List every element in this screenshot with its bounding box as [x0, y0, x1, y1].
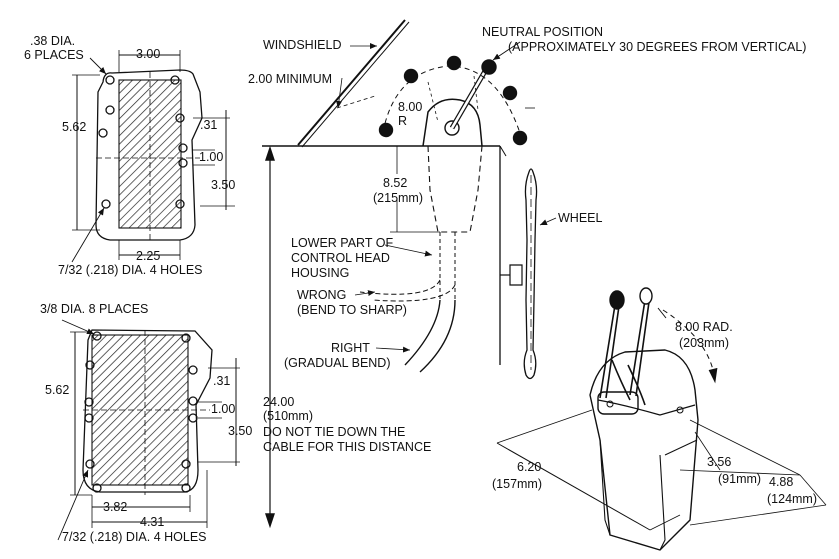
right-label-1: RIGHT	[331, 341, 370, 355]
dim-3-00: 3.00	[136, 47, 161, 61]
neutral-label-1: NEUTRAL POSITION	[482, 25, 604, 39]
isometric-control-head	[496, 287, 827, 551]
minimum-label: 2.00 MINIMUM	[248, 72, 333, 86]
dia-top-label-1: .38 DIA.	[30, 34, 76, 48]
dim-3-50-bottom: 3.50	[228, 424, 253, 438]
side-view-installation	[262, 19, 557, 529]
top-mounting-template	[71, 50, 235, 263]
dim-215mm: (215mm)	[373, 191, 424, 205]
dim-1-00-top: 1.00	[199, 150, 224, 164]
dim-510mm: (510mm)	[263, 409, 314, 423]
dim-0-31-top: .31	[200, 118, 218, 132]
dim-0-31-bottom: .31	[213, 374, 231, 388]
dim-3-82: 3.82	[103, 500, 128, 514]
wheel-label: WHEEL	[558, 211, 603, 225]
dim-1-00-bottom: 1.00	[211, 402, 236, 416]
rad-203mm-label: (203mm)	[679, 336, 730, 350]
lower-part-label-2: CONTROL HEAD	[291, 251, 390, 265]
holes-top-label: 7/32 (.218) DIA. 4 HOLES	[58, 263, 203, 277]
bottom-mounting-template	[57, 319, 240, 541]
wrong-label-1: WRONG	[297, 288, 347, 302]
right-label-2: (GRADUAL BEND)	[284, 356, 391, 370]
dim-2-25: 2.25	[136, 249, 161, 263]
dim-91mm: (91mm)	[718, 472, 762, 486]
radius-r: R	[398, 114, 408, 128]
rad-8-00-label: 8.00 RAD.	[675, 320, 733, 334]
lower-part-label-3: HOUSING	[291, 266, 350, 280]
dim-8-52: 8.52	[383, 176, 408, 190]
lower-part-label-1: LOWER PART OF	[291, 236, 394, 250]
dim-124mm: (124mm)	[767, 492, 818, 506]
dim-4-88: 4.88	[769, 475, 794, 489]
radius-8-00: 8.00	[398, 100, 423, 114]
do-not-tie-label-2: CABLE FOR THIS DISTANCE	[263, 440, 432, 454]
dia-bottom-label: 3/8 DIA. 8 PLACES	[40, 302, 149, 316]
dim-4-31: 4.31	[140, 515, 165, 529]
dia-top-label-2: 6 PLACES	[24, 48, 84, 62]
do-not-tie-label-1: DO NOT TIE DOWN THE	[263, 425, 406, 439]
dim-5-62-top: 5.62	[62, 120, 87, 134]
dim-6-20: 6.20	[517, 460, 542, 474]
windshield-label: WINDSHIELD	[263, 38, 342, 52]
dim-24-00: 24.00	[263, 395, 295, 409]
dim-157mm: (157mm)	[492, 477, 543, 491]
dim-3-50-top: 3.50	[211, 178, 236, 192]
dim-5-62-bottom: 5.62	[45, 383, 70, 397]
wrong-label-2: (BEND TO SHARP)	[297, 303, 407, 317]
dim-3-56: 3.56	[707, 455, 732, 469]
holes-bottom-label: 7/32 (.218) DIA. 4 HOLES	[62, 530, 207, 544]
neutral-label-2: (APPROXIMATELY 30 DEGREES FROM VERTICAL)	[508, 40, 807, 54]
